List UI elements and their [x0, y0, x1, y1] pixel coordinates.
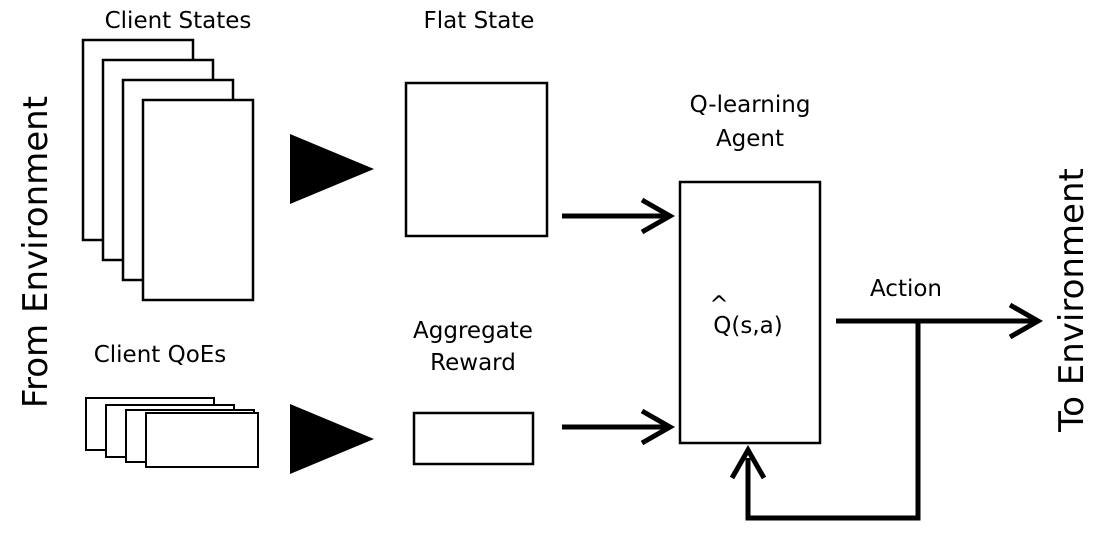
q-learning-agent-box — [678, 180, 822, 445]
client-qoes-stack — [85, 397, 259, 468]
flat-state-box — [404, 81, 549, 238]
aggregate-triangle-icon — [290, 404, 374, 474]
action-arrow — [836, 302, 1044, 340]
agent-label-line1: Q-learning — [690, 92, 811, 118]
to-environment-label: To Environment — [1052, 168, 1092, 433]
client-state-page — [141, 98, 255, 302]
q-hat-symbol: ^ — [709, 292, 728, 318]
flat-state-label: Flat State — [424, 8, 535, 34]
client-states-stack — [81, 38, 255, 302]
client-qoe-card — [145, 412, 259, 468]
client-states-label: Client States — [105, 8, 252, 34]
aggregate-reward-label-line1: Aggregate — [413, 318, 533, 344]
aggregate-reward-box — [412, 411, 535, 466]
state-arrow — [562, 197, 676, 235]
feedback-loop-arrow — [729, 321, 921, 521]
agent-label-line2: Agent — [716, 126, 784, 152]
q-function-label: Q(s,a) — [713, 313, 782, 339]
reward-arrow — [562, 408, 676, 446]
aggregate-reward-label-line2: Reward — [430, 350, 516, 376]
action-label: Action — [870, 276, 942, 302]
from-environment-label: From Environment — [16, 96, 56, 408]
client-qoes-label: Client QoEs — [94, 342, 227, 368]
flatten-triangle-icon — [290, 134, 374, 204]
